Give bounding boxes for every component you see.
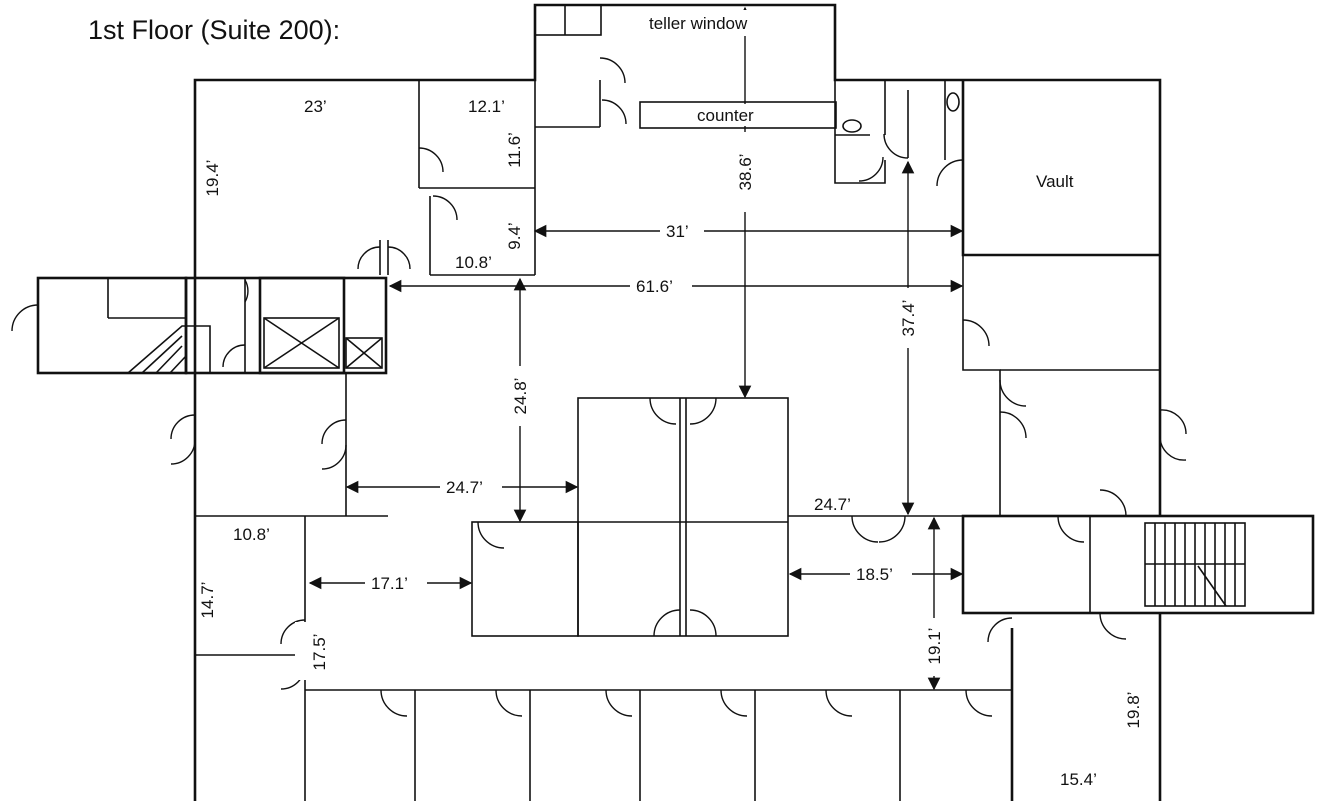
dim-label-19-1: 19.1’ bbox=[925, 628, 944, 665]
dim-label-19-8: 19.8’ bbox=[1124, 692, 1143, 729]
upper-left-offices bbox=[357, 80, 536, 276]
teller-area bbox=[534, 4, 960, 184]
dim-label-61-6: 61.6’ bbox=[636, 277, 673, 296]
central-block bbox=[471, 397, 963, 637]
outer-walls bbox=[193, 3, 1162, 801]
dim-label-24-8: 24.8’ bbox=[511, 378, 530, 415]
left-core bbox=[11, 276, 388, 517]
dimension-labels: 23’ 12.1’ 11.6’ 19.4’ 9.4’ 10.8’ 38.6’ 3… bbox=[198, 97, 1143, 789]
dim-label-14-7: 14.7’ bbox=[198, 582, 217, 619]
dim-label-31: 31’ bbox=[666, 222, 689, 241]
dim-label-10-8-top: 10.8’ bbox=[455, 253, 492, 272]
vault-label: Vault bbox=[1036, 172, 1074, 191]
floor-title: 1st Floor (Suite 200): bbox=[88, 15, 340, 45]
label-masks bbox=[295, 10, 944, 680]
dim-label-19-4: 19.4’ bbox=[203, 160, 222, 197]
dim-label-10-8-bottom: 10.8’ bbox=[233, 525, 270, 544]
dim-label-37-4: 37.4’ bbox=[899, 300, 918, 337]
dim-label-9-4: 9.4’ bbox=[505, 222, 524, 249]
dim-label-24-7-left: 24.7’ bbox=[446, 478, 483, 497]
dim-label-12-1: 12.1’ bbox=[468, 97, 505, 116]
dim-label-15-4: 15.4’ bbox=[1060, 770, 1097, 789]
dim-label-17-5: 17.5’ bbox=[310, 634, 329, 671]
vault-room bbox=[936, 80, 1187, 516]
dim-label-23: 23’ bbox=[304, 97, 327, 116]
bottom-offices bbox=[380, 689, 993, 801]
room-labels: teller window counter Vault bbox=[649, 14, 1074, 191]
dim-label-11-6: 11.6’ bbox=[505, 132, 524, 168]
dim-label-24-7-right: 24.7’ bbox=[814, 495, 851, 514]
dim-label-38-6: 38.6’ bbox=[736, 154, 755, 191]
counter-label: counter bbox=[697, 106, 754, 125]
dim-label-18-5: 18.5’ bbox=[856, 565, 893, 584]
dim-label-17-1: 17.1’ bbox=[371, 574, 408, 593]
teller-window-label: teller window bbox=[649, 14, 748, 33]
right-stair-core bbox=[961, 489, 1315, 643]
